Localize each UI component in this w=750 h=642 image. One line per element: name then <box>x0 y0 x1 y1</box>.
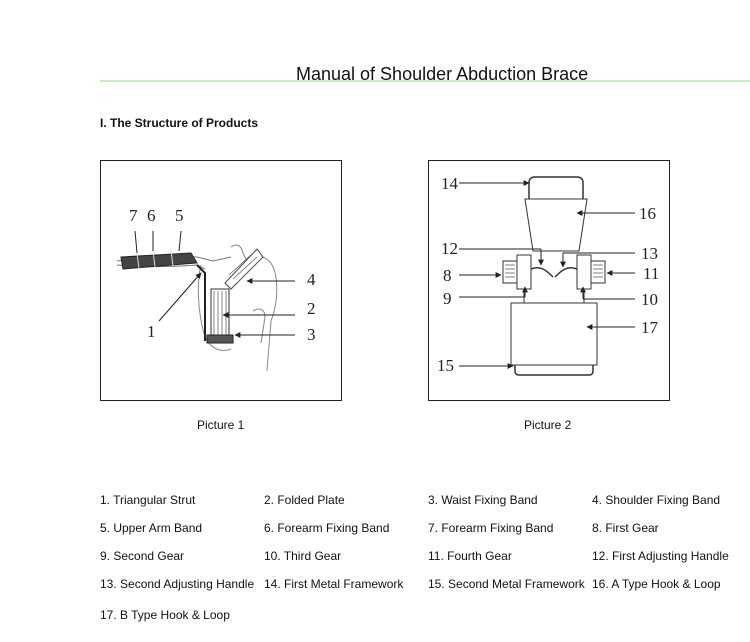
page-title: Manual of Shoulder Abduction Brace <box>296 64 589 84</box>
brace-front-view-illustration: 14 16 12 13 8 11 9 10 17 15 <box>437 174 659 376</box>
parts-list-item: 1. Triangular Strut <box>100 493 196 507</box>
label-15: 15 <box>437 356 454 375</box>
label-11: 11 <box>643 264 659 283</box>
parts-list-item: 3. Waist Fixing Band <box>428 493 538 507</box>
parts-list-item: 8. First Gear <box>592 521 659 535</box>
label-12: 12 <box>441 239 458 258</box>
parts-list-item: 11. Fourth Gear <box>428 549 512 563</box>
parts-list-item: 16. A Type Hook & Loop <box>592 577 721 591</box>
picture-1-frame: 7 6 5 4 2 3 1 <box>100 160 342 401</box>
brace-side-view-illustration: 7 6 5 4 2 3 1 <box>116 206 316 372</box>
label-1: 1 <box>147 322 156 341</box>
label-13: 13 <box>641 244 658 263</box>
label-3: 3 <box>307 325 316 344</box>
header-rule <box>100 80 750 82</box>
parts-list-item: 7. Forearm Fixing Band <box>428 521 554 535</box>
label-7: 7 <box>129 206 138 225</box>
parts-list-item: 12. First Adjusting Handle <box>592 549 729 563</box>
label-5: 5 <box>175 206 184 225</box>
label-9: 9 <box>443 289 452 308</box>
parts-list-item: 2. Folded Plate <box>264 493 345 507</box>
picture-1-caption: Picture 1 <box>197 418 245 432</box>
parts-list-item: 14. First Metal Framework <box>264 577 404 591</box>
picture-2-caption: Picture 2 <box>524 418 572 432</box>
picture-2-frame: 14 16 12 13 8 11 9 10 17 15 <box>428 160 670 401</box>
section-heading: I. The Structure of Products <box>100 116 259 130</box>
parts-list-item: 17. B Type Hook & Loop <box>100 608 230 622</box>
parts-list-item: 6. Forearm Fixing Band <box>264 521 390 535</box>
label-8: 8 <box>443 266 452 285</box>
label-6: 6 <box>147 206 156 225</box>
label-4: 4 <box>307 270 316 289</box>
parts-list-item: 5. Upper Arm Band <box>100 521 203 535</box>
label-16: 16 <box>639 204 656 223</box>
label-10: 10 <box>641 290 658 309</box>
parts-list-item: 4. Shoulder Fixing Band <box>592 493 721 507</box>
parts-list-item: 9. Second Gear <box>100 549 185 563</box>
label-14: 14 <box>441 174 459 193</box>
parts-list-item: 13. Second Adjusting Handle <box>100 577 255 591</box>
parts-list-item: 15. Second Metal Framework <box>428 577 585 591</box>
parts-list-item: 10. Third Gear <box>264 549 342 563</box>
label-17: 17 <box>641 318 659 337</box>
label-2: 2 <box>307 299 316 318</box>
